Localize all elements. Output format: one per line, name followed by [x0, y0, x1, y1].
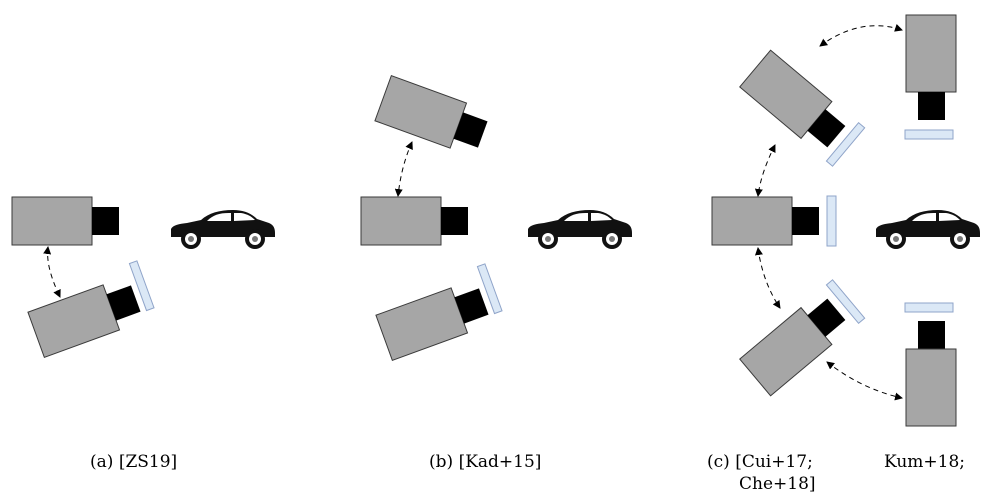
caption-b-citation: [Kad+15]	[458, 452, 542, 472]
filter-plate-icon	[826, 195, 837, 247]
filter-plate-icon	[476, 263, 503, 315]
upper-camera-icon	[739, 49, 866, 167]
filter-plate-icon	[825, 121, 866, 167]
caption-c-citation-3: Che+18]	[739, 474, 816, 494]
car-icon	[876, 210, 980, 249]
front-camera-icon	[711, 195, 837, 247]
top-camera-icon	[904, 14, 957, 140]
filter-plate-icon	[904, 129, 954, 140]
caption-c-citation-2: Kum+18;	[884, 452, 965, 472]
caption-a-citation: [ZS19]	[118, 452, 178, 472]
caption-c-citation-1: [Cui+17;	[735, 452, 813, 472]
filter-plate-icon	[904, 302, 954, 313]
baseline-arrow-lower	[754, 247, 781, 309]
caption-a: (a) [ZS19]	[90, 452, 177, 472]
caption-b-label: (b)	[429, 452, 454, 472]
baseline-arrow	[43, 246, 61, 298]
front-camera-icon	[11, 196, 119, 246]
baseline-arrow-upper	[754, 144, 776, 197]
caption-c-label: (c)	[707, 452, 730, 472]
baseline-arrow-top	[819, 23, 903, 47]
panel-b	[360, 75, 632, 361]
front-camera-icon	[360, 196, 468, 246]
baseline-arrow	[394, 141, 413, 197]
caption-b: (b) [Kad+15]	[429, 452, 541, 472]
car-icon	[171, 210, 275, 249]
filter-plate-icon	[128, 260, 155, 312]
panel-c	[711, 14, 980, 427]
caption-c-mid: Kum+18;	[884, 452, 965, 472]
upper-camera-icon	[374, 75, 488, 149]
angled-camera-icon	[27, 260, 155, 358]
lower-camera-icon	[739, 279, 866, 397]
caption-a-label: (a)	[90, 452, 114, 472]
car-icon	[528, 210, 632, 249]
panel-a	[11, 196, 275, 358]
lower-camera-icon	[375, 263, 503, 361]
baseline-arrow-bottom	[826, 361, 903, 401]
caption-c: (c) [Cui+17;	[707, 452, 813, 472]
bottom-camera-icon	[904, 302, 957, 427]
filter-plate-icon	[825, 279, 866, 325]
caption-c-line2: Che+18]	[739, 474, 816, 494]
